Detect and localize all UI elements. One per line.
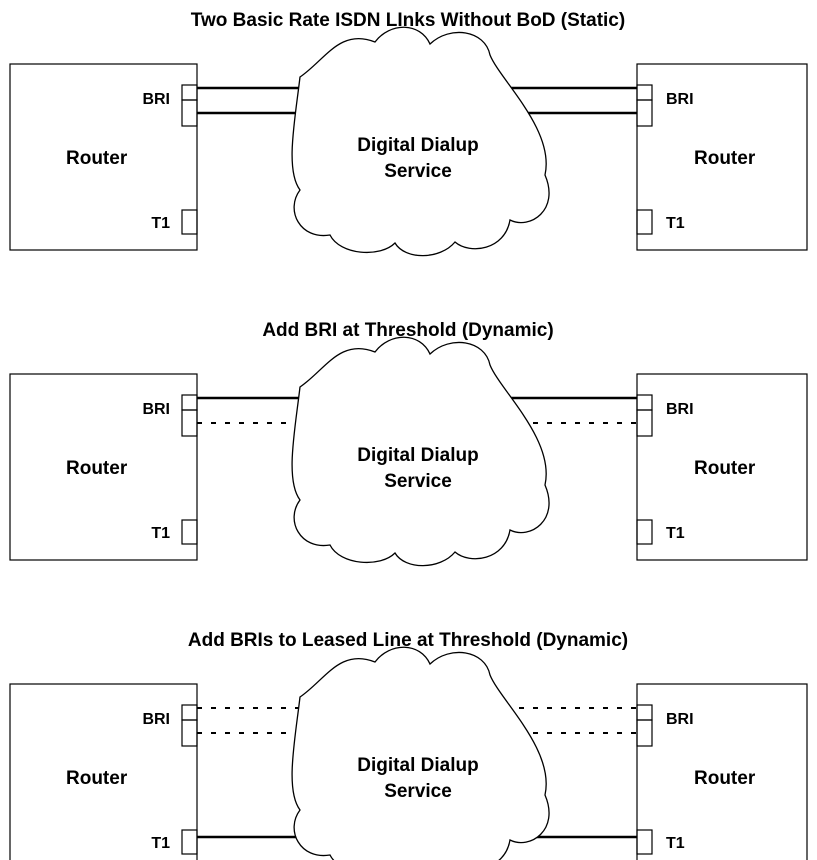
right-router-label: Router (694, 148, 756, 169)
left-t1-label: T1 (151, 835, 170, 852)
left-router-label: Router (66, 768, 128, 789)
left-bri-port-1 (181, 394, 198, 411)
panel-title: Two Basic Rate ISDN LInks Without BoD (S… (191, 10, 625, 31)
panel-3: Add BRIs to Leased Line at Threshold (Dy… (9, 630, 808, 860)
left-router-label: Router (66, 148, 128, 169)
left-router-box (9, 63, 198, 251)
right-bri-port-2 (636, 719, 653, 747)
left-t1-label: T1 (151, 215, 170, 232)
cloud-label-line2: Service (384, 471, 452, 492)
right-router-box (636, 63, 808, 251)
left-t1-port (181, 519, 198, 545)
right-t1-label: T1 (666, 525, 685, 542)
right-t1-label: T1 (666, 835, 685, 852)
right-bri-port-1 (636, 704, 653, 721)
digital-dialup-cloud (291, 646, 550, 860)
right-t1-port (636, 209, 653, 235)
left-bri-port-2 (181, 409, 198, 437)
right-router-label: Router (694, 768, 756, 789)
left-bri-port-2 (181, 719, 198, 747)
cloud-label-line1: Digital Dialup (357, 755, 478, 776)
right-t1-label: T1 (666, 215, 685, 232)
panel-title: Add BRI at Threshold (Dynamic) (262, 320, 553, 341)
cloud-label-line2: Service (384, 161, 452, 182)
right-bri-label: BRI (666, 711, 694, 728)
panel-2: Add BRI at Threshold (Dynamic) Digital Di… (9, 320, 808, 567)
left-t1-port (181, 209, 198, 235)
left-router-label: Router (66, 458, 128, 479)
left-bri-label: BRI (142, 711, 170, 728)
right-router-box (636, 373, 808, 561)
cloud-label-line2: Service (384, 781, 452, 802)
right-bri-port-2 (636, 99, 653, 127)
right-router-label: Router (694, 458, 756, 479)
right-t1-port (636, 829, 653, 855)
left-bri-label: BRI (142, 401, 170, 418)
right-bri-label: BRI (666, 91, 694, 108)
left-bri-port-1 (181, 84, 198, 101)
left-router-box (9, 373, 198, 561)
left-bri-label: BRI (142, 91, 170, 108)
right-bri-port-1 (636, 394, 653, 411)
right-t1-port (636, 519, 653, 545)
panel-title: Add BRIs to Leased Line at Threshold (Dy… (188, 630, 628, 651)
right-bri-port-2 (636, 409, 653, 437)
cloud-label-line1: Digital Dialup (357, 445, 478, 466)
left-t1-port (181, 829, 198, 855)
left-bri-port-1 (181, 704, 198, 721)
left-bri-port-2 (181, 99, 198, 127)
left-router-box (9, 683, 198, 860)
cloud-label-line1: Digital Dialup (357, 135, 478, 156)
right-bri-port-1 (636, 84, 653, 101)
panel-1: Two Basic Rate ISDN LInks Without BoD (S… (9, 10, 808, 257)
right-router-box (636, 683, 808, 860)
left-t1-label: T1 (151, 525, 170, 542)
right-bri-label: BRI (666, 401, 694, 418)
